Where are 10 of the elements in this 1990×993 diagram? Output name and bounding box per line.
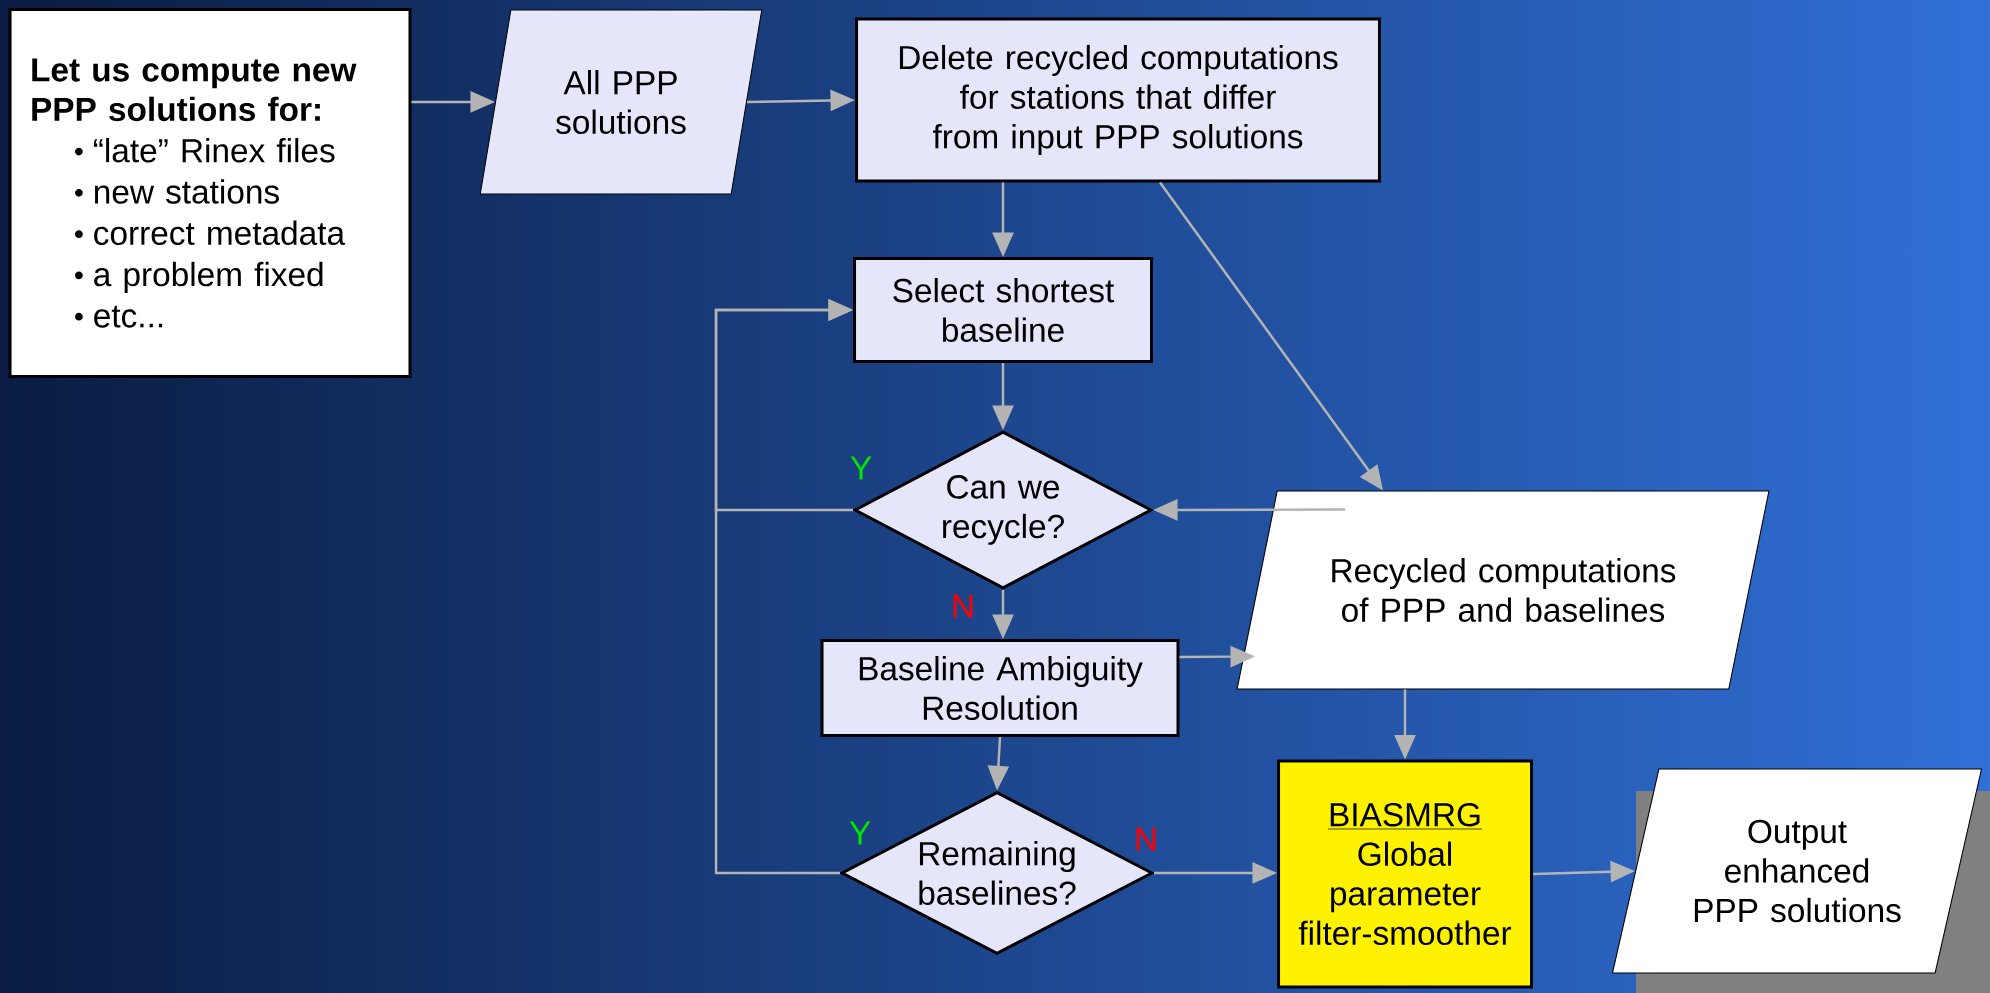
process-box: BIASMRG Global parameter filter-smoother — [1277, 759, 1533, 989]
edge-label: Y — [850, 456, 872, 480]
process-box: Baseline Ambiguity Resolution — [820, 639, 1180, 737]
text-box: Let us compute new PPP solutions for: “late” Rinex files new stations correct metadata a problem fixed etc... — [8, 8, 412, 378]
edge-label: N — [1136, 827, 1156, 851]
data-parallelogram: Recycled computations of PPP and baselines — [1236, 490, 1770, 690]
process-box: Delete recycled computations for stations that differ from input PPP solutions — [855, 17, 1381, 183]
process-box: Select shortest baseline — [853, 257, 1153, 363]
edge-label: N — [953, 594, 973, 618]
edge-label: Y — [849, 821, 871, 845]
